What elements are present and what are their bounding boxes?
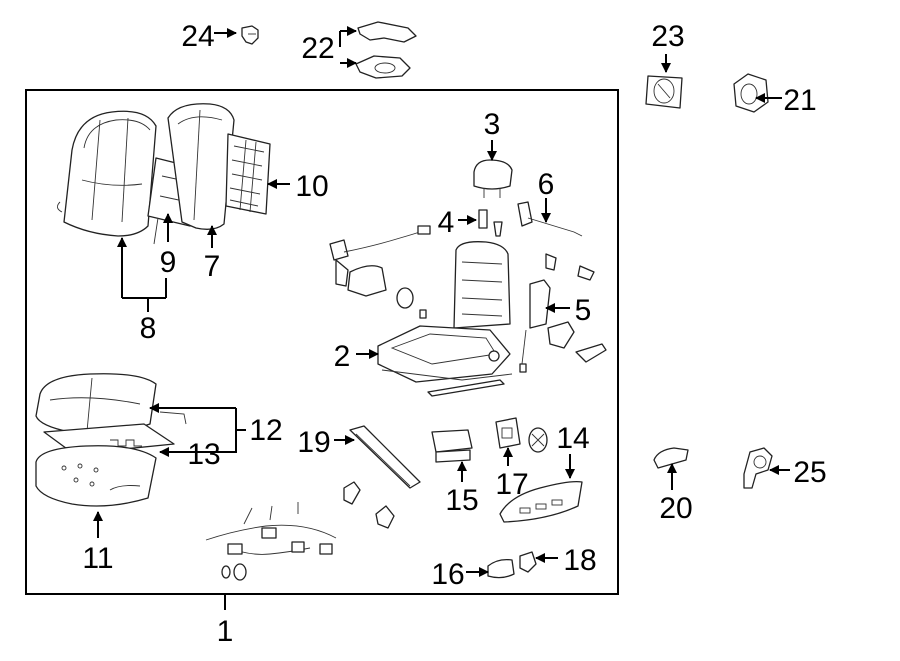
callout-25: 25 <box>793 456 826 489</box>
part-6-link <box>517 201 595 281</box>
part-2-seat-frame <box>377 241 513 397</box>
callout-4: 4 <box>438 206 455 239</box>
part-5-side-panel <box>519 279 607 373</box>
part-18-knob <box>519 551 537 573</box>
part-10-back-panel <box>225 133 271 215</box>
callouts: 1 2 3 4 5 6 7 8 9 10 11 12 13 14 15 16 1… <box>82 20 826 648</box>
assembly-frame <box>25 89 619 595</box>
part-23-bezel <box>645 75 683 109</box>
part-small-brackets <box>343 481 395 529</box>
part-20-cover <box>653 447 689 469</box>
callout-11: 11 <box>82 542 113 575</box>
callout-2: 2 <box>334 340 351 373</box>
callout-9: 9 <box>160 246 177 279</box>
part-8-seatback-cover <box>57 110 157 237</box>
leader-lines <box>93 26 790 577</box>
callout-22: 22 <box>301 32 334 65</box>
part-7-seatback-frame <box>167 103 235 230</box>
part-25-actuator <box>743 447 773 489</box>
callout-8: 8 <box>140 312 157 345</box>
part-4-guides <box>478 209 503 237</box>
callout-20: 20 <box>659 492 692 525</box>
callout-7: 7 <box>204 250 221 283</box>
part-knob-14 <box>528 427 548 453</box>
callout-18: 18 <box>563 544 596 577</box>
callout-21: 21 <box>783 84 816 117</box>
part-12-cushion-cover <box>35 373 187 443</box>
part-22-brackets <box>355 21 417 79</box>
part-21-knob <box>733 73 769 113</box>
callout-3: 3 <box>484 108 501 141</box>
part-buckle <box>329 225 431 309</box>
callout-5: 5 <box>575 294 592 327</box>
callout-16: 16 <box>431 558 464 591</box>
callout-6: 6 <box>538 168 555 201</box>
part-11-cushion-pad <box>35 445 157 507</box>
part-24-clip <box>241 25 259 45</box>
callout-17: 17 <box>495 468 528 501</box>
callout-12: 12 <box>249 414 282 447</box>
part-16-knob <box>487 558 515 579</box>
part-17-switch <box>495 417 521 449</box>
callout-14: 14 <box>556 422 589 455</box>
part-15-bracket <box>431 429 473 463</box>
part-3-headrest <box>473 159 513 198</box>
part-14-shield <box>499 480 583 523</box>
part-19-trim <box>349 425 421 489</box>
callout-1: 1 <box>217 615 234 648</box>
part-1-harness <box>205 502 337 581</box>
callout-13: 13 <box>187 438 220 471</box>
callout-15: 15 <box>445 484 478 517</box>
callout-23: 23 <box>651 20 684 53</box>
callout-24: 24 <box>181 20 214 53</box>
callout-19: 19 <box>297 426 330 459</box>
callout-10: 10 <box>295 170 328 203</box>
